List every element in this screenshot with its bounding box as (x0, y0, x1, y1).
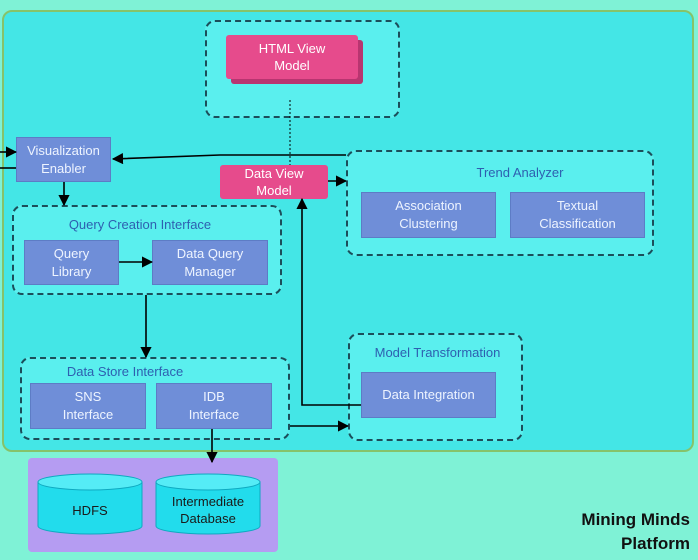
intermediate-database-cylinder (155, 473, 261, 535)
data-view-model-label: Data View Model (244, 166, 304, 198)
query-library-label: Query Library (51, 245, 92, 279)
visualization-enabler-label: Visualization Enabler (27, 142, 100, 176)
hdfs-cylinder (37, 473, 143, 535)
association-clustering-label: Association Clustering (395, 198, 462, 231)
platform-name: Mining Minds Platform (581, 510, 690, 553)
query-creation-interface-title: Query Creation Interface (68, 217, 212, 232)
idb-interface-box[interactable]: IDB Interface (156, 383, 272, 429)
intermediate-database-label: Intermediate Database (171, 494, 245, 526)
model-transformation-title: Model Transformation (374, 345, 501, 360)
idb-interface-label: IDB Interface (188, 389, 240, 422)
data-store-interface-title: Data Store Interface (66, 364, 184, 379)
textual-classification-box[interactable]: Textual Classification (510, 192, 645, 238)
integration-to-data-view-model-arrow (296, 197, 361, 406)
data-integration-label: Data Integration (382, 387, 475, 402)
sns-interface-box[interactable]: SNS Interface (30, 383, 146, 429)
trend-to-visualization-arrow (111, 153, 346, 165)
data-integration-box[interactable]: Data Integration (361, 372, 496, 418)
sns-interface-label: SNS Interface (62, 389, 114, 422)
html-view-model-label: HTML View Model (258, 41, 326, 73)
association-clustering-box[interactable]: Association Clustering (361, 192, 496, 238)
data-query-manager-box[interactable]: Data Query Manager (152, 240, 268, 285)
textual-classification-label: Textual Classification (539, 198, 616, 231)
hdfs-label: HDFS (72, 502, 108, 518)
trend-analyzer-title: Trend Analyzer (476, 165, 564, 180)
html-view-model-box[interactable]: HTML View Model (226, 35, 358, 79)
visualization-enabler-box[interactable]: Visualization Enabler (16, 137, 111, 182)
data-view-model-box[interactable]: Data View Model (220, 165, 328, 199)
data-query-manager-label: Data Query Manager (176, 245, 244, 279)
query-library-box[interactable]: Query Library (24, 240, 119, 285)
